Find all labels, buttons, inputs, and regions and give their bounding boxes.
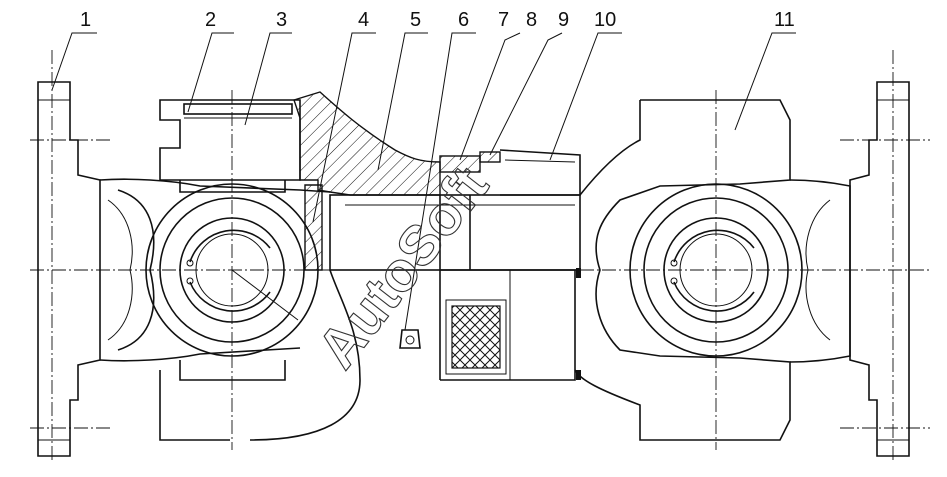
left-bearing xyxy=(145,183,319,357)
label-7: 7 xyxy=(498,9,509,31)
label-6: 6 xyxy=(458,9,469,31)
label-3: 3 xyxy=(276,9,287,31)
snap-rings xyxy=(576,268,581,380)
leader-lines xyxy=(51,32,796,331)
part-labels: 1 2 3 4 5 6 7 8 9 10 11 xyxy=(80,9,795,31)
center-lines xyxy=(30,50,930,460)
label-2: 2 xyxy=(205,9,216,31)
left-flange xyxy=(37,81,101,457)
label-11: 11 xyxy=(774,9,795,31)
label-8: 8 xyxy=(526,9,537,31)
label-1: 1 xyxy=(80,9,91,31)
seal-sleeve xyxy=(439,149,581,196)
label-5: 5 xyxy=(410,9,421,31)
grease-fitting xyxy=(399,329,421,349)
shaft-tube xyxy=(249,194,581,441)
label-10: 10 xyxy=(594,9,616,31)
cross-hatched-grip xyxy=(445,299,507,375)
right-flange xyxy=(849,81,910,457)
center-yoke-section xyxy=(293,91,441,271)
right-bearing xyxy=(629,183,803,357)
label-9: 9 xyxy=(558,9,569,31)
label-4: 4 xyxy=(358,9,369,31)
